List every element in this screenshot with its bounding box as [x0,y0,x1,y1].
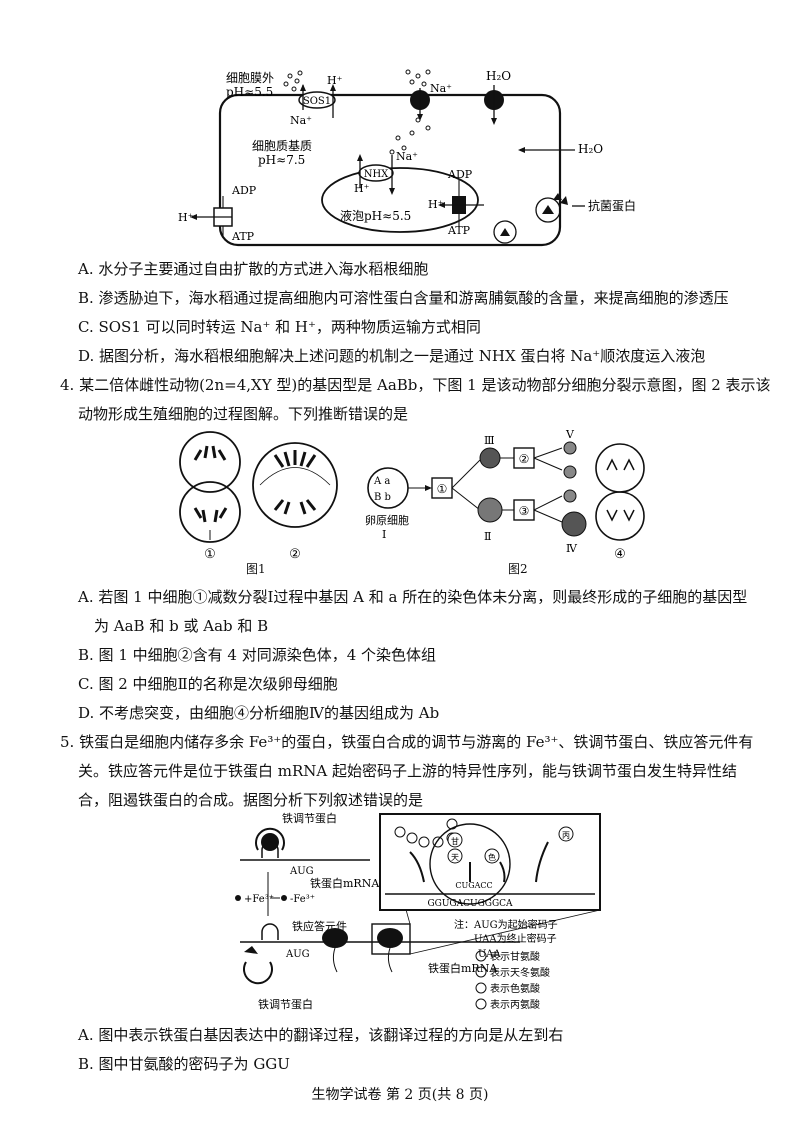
mrna-label-bottom: 铁蛋白mRNA [428,961,498,975]
note-6: 表示丙氨酸 [490,998,540,1011]
roman-5: Ⅴ [565,428,575,441]
plus-fe-label: +Fe³⁺ [244,894,274,905]
q4-option-a: A. 若图 1 中细胞①减数分裂Ⅰ过程中基因 A 和 a 所在的染色体未分离，则… [78,588,748,606]
box-1: ① [437,482,448,496]
mrna-sequence: GGUGACUGGGCA [427,899,513,909]
root-cell-figure: SOS1 NHX 细胞膜外 pH≈5.5 H⁺ [178,69,636,247]
na-plus-label-3: Na⁺ [396,150,418,163]
q4-option-b: B. 图 1 中细胞②含有 4 对同源染色体，4 个染色体组 [78,646,437,664]
aa-gan: 甘 [451,836,459,846]
cyto-label-1: 细胞质基质 [252,139,312,153]
q4-stem-line2: 动物形成生殖细胞的过程图解。下列推断错误的是 [78,405,409,423]
q3-option-d: D. 据图分析，海水稻根细胞解决上述问题的机制之一是通过 NHX 蛋白将 Na⁺… [78,347,706,365]
aa-bing: 丙 [562,831,570,840]
aa-tian: 天 [451,853,459,862]
q5-stem-line1: 5. 铁蛋白是细胞内储存多余 Fe³⁺的蛋白，铁蛋白合成的调节与游离的 Fe³⁺… [60,733,754,751]
q3-option-a: A. 水分子主要通过自由扩散的方式进入海水稻根细胞 [78,260,429,278]
q3-option-c: C. SOS1 可以同时转运 Na⁺ 和 H⁺，两种物质运输方式相同 [78,318,481,336]
aug-label-top: AUG [289,866,314,877]
fig1-cell2-label: ② [289,547,301,562]
h2o-label-2: H₂O [578,142,603,156]
ferritin-figure: 铁调节蛋白 AUG 铁蛋白mRNA +Fe³⁺ -Fe³⁺ 铁应答元件 AUG … [235,811,601,1011]
note-5: 表示色氨酸 [490,982,540,995]
atp-label-1: ATP [447,224,471,237]
h-plus-label-1: H⁺ [327,74,343,87]
oocyte-label: 卵原细胞 [365,514,409,527]
outside-label-1: 细胞膜外 [226,71,274,85]
aa-se: 色 [488,852,496,862]
q5-option-a: A. 图中表示铁蛋白基因表达中的翻译过程，该翻译过程的方向是从左到右 [78,1026,564,1044]
h-plus-label-4: H⁺ [178,211,194,224]
minus-fe-label: -Fe³⁺ [290,894,315,905]
note-4: 表示天冬氨酸 [490,966,550,979]
q5-option-b: B. 图中甘氨酸的密码子为 GGU [78,1055,290,1073]
q3-option-b: B. 渗透胁迫下，海水稻通过提高细胞内可溶性蛋白含量和游离脯氨酸的含量，来提高细… [78,289,729,307]
q4-stem-line1: 4. 某二倍体雌性动物(2n=4,XY 型)的基因型是 AaBb，下图 1 是该… [60,376,771,394]
anticodon-sequence: CUGACC [455,881,492,890]
page-footer: 生物学试卷 第 2 页(共 8 页) [311,1087,489,1103]
reg-protein-label-bottom: 铁调节蛋白 [258,997,313,1011]
genes-bottom: B b [374,492,391,503]
box-3: ③ [519,504,530,518]
q4-option-c: C. 图 2 中细胞Ⅱ的名称是次级卵母细胞 [78,675,338,693]
sos1-label: SOS1 [303,96,331,107]
mrna-label-top: 铁蛋白mRNA [310,876,380,890]
roman-4: Ⅳ [566,542,578,555]
h-plus-label-3: H⁺ [428,198,444,211]
box-2: ② [519,452,530,466]
q4-option-a-cont: 为 AaB 和 b 或 Aab 和 B [94,617,269,635]
nhx-label: NHX [364,169,389,180]
roman-2: Ⅱ [484,530,491,543]
h2o-label-1: H₂O [486,69,511,83]
q5-stem-line2: 关。铁应答元件是位于铁蛋白 mRNA 起始密码子上游的特异性序列，能与铁调节蛋白… [78,762,738,780]
aug-label-bottom: AUG [285,949,310,960]
genes-top: A a [373,476,390,487]
q4-option-d: D. 不考虑突变，由细胞④分析细胞Ⅳ的基因组成为 Ab [78,704,440,722]
q5-stem-line3: 合，阻遏铁蛋白的合成。据图分析下列叙述错误的是 [78,791,424,809]
roman-3: Ⅲ [484,434,495,447]
note-1: 注：AUG为起始密码子 [454,918,558,931]
fig1-caption: 图1 [246,562,266,576]
note-3: 表示甘氨酸 [490,950,540,963]
na-plus-label-2: Na⁺ [430,82,452,95]
cyto-label-2: pH≈7.5 [258,153,305,167]
na-plus-label-1: Na⁺ [290,114,312,127]
vacuole-label: 液泡pH≈5.5 [340,208,411,223]
fig2-caption: 图2 [508,562,528,576]
reg-protein-label-top: 铁调节蛋白 [282,811,337,825]
adp-label-2: ADP [231,184,257,197]
meiosis-figure: ① ② A a B b 卵原细胞 Ⅰ ① Ⅲ Ⅱ ② ③ Ⅴ Ⅳ ④ [179,428,645,562]
note-2: UAA为终止密码子 [474,932,557,945]
fig2-cell4-label: ④ [614,547,626,562]
h-plus-label-2: H⁺ [354,182,370,195]
adp-label-1: ADP [447,168,473,181]
uaa-label: UAA [478,949,501,960]
outside-label-2: pH≈5.5 [226,85,273,99]
roman-1: Ⅰ [382,528,386,541]
antibacterial-label: 抗菌蛋白 [588,198,636,213]
atp-label-2: ATP [231,230,255,243]
fig1-cell1-label: ① [204,547,216,562]
